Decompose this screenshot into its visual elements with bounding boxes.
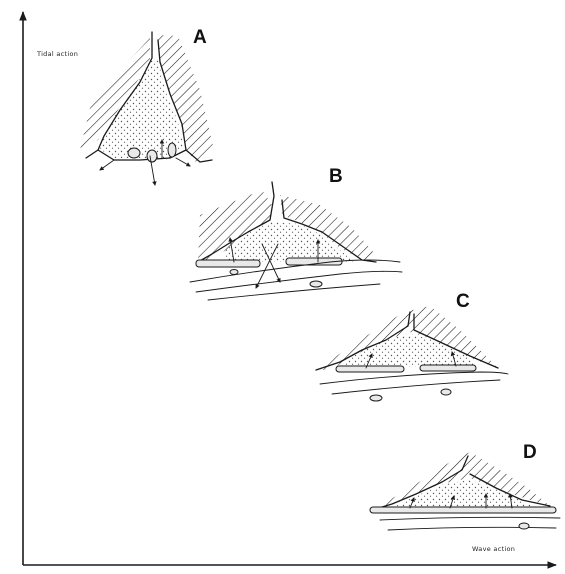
panel-c: C [316, 291, 508, 401]
panel-a-tidal-bar-2 [147, 150, 157, 162]
panel-label-c: C [456, 291, 470, 312]
panel-b-shoal-2 [230, 270, 238, 275]
panel-label-b: B [329, 166, 343, 187]
panel-a-tidal-bar-1 [128, 148, 140, 158]
panel-d: D [370, 442, 560, 530]
panel-a-coast-left [86, 150, 98, 158]
panel-c-barrier-left [336, 366, 404, 372]
panel-d-waves [380, 517, 560, 530]
panel-b: B [190, 166, 402, 300]
panel-c-waves [320, 372, 508, 394]
panel-d-shoal [519, 523, 529, 529]
panel-label-a: A [193, 27, 207, 48]
panel-c-shoal-2 [441, 389, 451, 395]
panel-label-d: D [523, 442, 537, 463]
panel-b-barrier-left [196, 260, 260, 267]
panel-d-barrier [370, 507, 556, 513]
panel-a-arrow-1 [100, 160, 114, 170]
panel-b-shoal [310, 281, 322, 287]
panel-a-tidal-bar-3 [168, 143, 176, 157]
panel-a-arrow-4 [176, 158, 190, 166]
x-axis-label: Wave action [472, 545, 515, 553]
panel-c-barrier-right [420, 365, 476, 371]
y-axis-label: Tidal action [36, 50, 78, 58]
panel-c-shoal-1 [370, 395, 382, 401]
panel-a: A [80, 27, 214, 185]
